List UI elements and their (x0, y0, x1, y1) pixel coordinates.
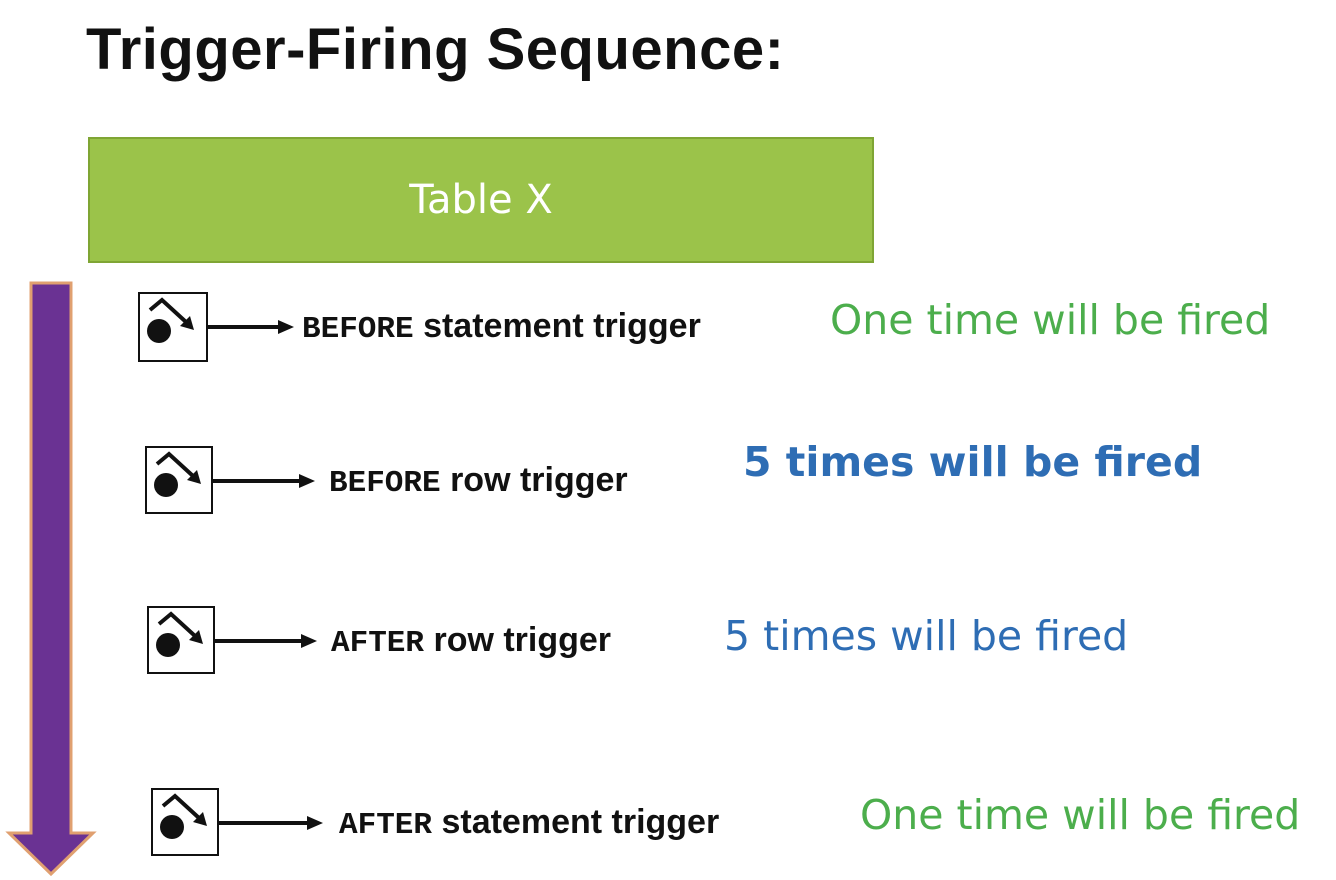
trigger-text: row trigger (440, 461, 628, 499)
trigger-label: AFTER row trigger (331, 621, 611, 661)
arrow-connector (217, 816, 323, 830)
page-title: Trigger-Firing Sequence: (86, 17, 785, 82)
trigger-icon (147, 606, 215, 674)
trigger-keyword: BEFORE (302, 312, 414, 347)
trigger-keyword: AFTER (331, 626, 425, 661)
fire-count-note: 5 times will be fired (743, 438, 1203, 486)
fire-count-note: 5 times will be fired (724, 612, 1129, 660)
table-label: Table X (409, 177, 553, 223)
table-x-box: Table X (88, 137, 874, 263)
trigger-icon (145, 446, 213, 514)
arrow-connector (211, 474, 315, 488)
trigger-icon (138, 292, 208, 362)
trigger-keyword: AFTER (339, 808, 433, 843)
trigger-text: row trigger (424, 621, 612, 659)
arrow-connector (213, 634, 317, 648)
fire-count-note: One time will be fired (860, 791, 1301, 839)
trigger-row-before-statement: BEFORE statement trigger (138, 292, 798, 362)
trigger-text: statement trigger (432, 803, 720, 841)
sequence-down-arrow (5, 281, 97, 877)
fire-count-note: One time will be fired (830, 296, 1271, 344)
trigger-keyword: BEFORE (329, 466, 441, 501)
arrow-connector (206, 320, 294, 334)
trigger-label: BEFORE row trigger (329, 461, 628, 501)
trigger-label: BEFORE statement trigger (302, 307, 701, 347)
trigger-row-before-row: BEFORE row trigger (145, 446, 705, 516)
trigger-label: AFTER statement trigger (339, 803, 719, 843)
trigger-text: statement trigger (413, 307, 701, 345)
trigger-row-after-row: AFTER row trigger (147, 606, 687, 676)
trigger-icon (151, 788, 219, 856)
trigger-row-after-statement: AFTER statement trigger (151, 788, 811, 858)
